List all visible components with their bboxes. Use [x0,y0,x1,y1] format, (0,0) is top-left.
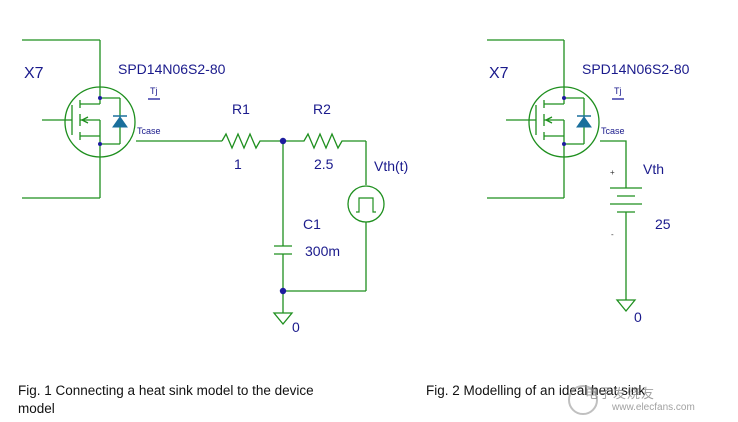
fig2-pin-tcase: Tcase [601,126,625,136]
fig1-r1-value: 1 [234,156,242,172]
fig1-c1-value: 300m [305,243,340,259]
fig1-node-ground [279,287,287,295]
fig2-ground-symbol [615,299,637,313]
fig1-ground-label: 0 [292,319,300,335]
fig2-source-value: 25 [655,216,671,232]
fig2-mosfet-outline [528,86,600,158]
fig1-r1-resistor [221,132,283,150]
fig2-body-diode [576,115,592,128]
watermark-logo-icon [568,385,598,415]
fig1-r2-resistor [283,132,366,150]
fig1-mosfet-outline [64,86,136,158]
fig1-r1-name: R1 [232,101,250,117]
fig1-r2-name: R2 [313,101,331,117]
fig1-source-name: Vth(t) [374,158,408,174]
fig1-device-ref: X7 [24,65,44,82]
watermark-text: 电子发烧友 [585,386,656,401]
fig2-source-name: Vth [643,161,664,177]
fig2-tcase-wire [600,140,627,188]
fig2-plus-sign: + [610,168,615,177]
fig2-device-part: SPD14N06S2-80 [582,61,690,77]
fig1-caption: Fig. 1 Connecting a heat sink model to t… [18,382,368,418]
fig1-circuit [22,39,385,326]
fig1-pin-tj: Tj [150,86,158,96]
fig1-node [98,96,102,100]
watermark-url: www.elecfans.com [612,402,695,413]
fig1-r2-value: 2.5 [314,156,334,172]
fig2-device-ref: X7 [489,65,509,82]
fig2-minus-sign: - [611,230,614,239]
fig1-c1-name: C1 [303,216,321,232]
fig2-pin-tj: Tj [614,86,622,96]
fig1-caption-line1: Fig. 1 Connecting a heat sink model to t… [18,383,314,398]
fig1-ground-symbol [272,312,294,326]
fig1-device-part: SPD14N06S2-80 [118,61,226,77]
fig1-pin-tcase: Tcase [137,126,161,136]
fig1-vth-source [347,185,385,223]
fig1-body-diode [112,115,128,128]
fig1-caption-line2: model [18,401,55,416]
fig1-node-r1-r2 [279,137,287,145]
fig1-node [98,142,102,146]
fig2-circuit [487,39,642,313]
fig2-ground-label: 0 [634,309,642,325]
